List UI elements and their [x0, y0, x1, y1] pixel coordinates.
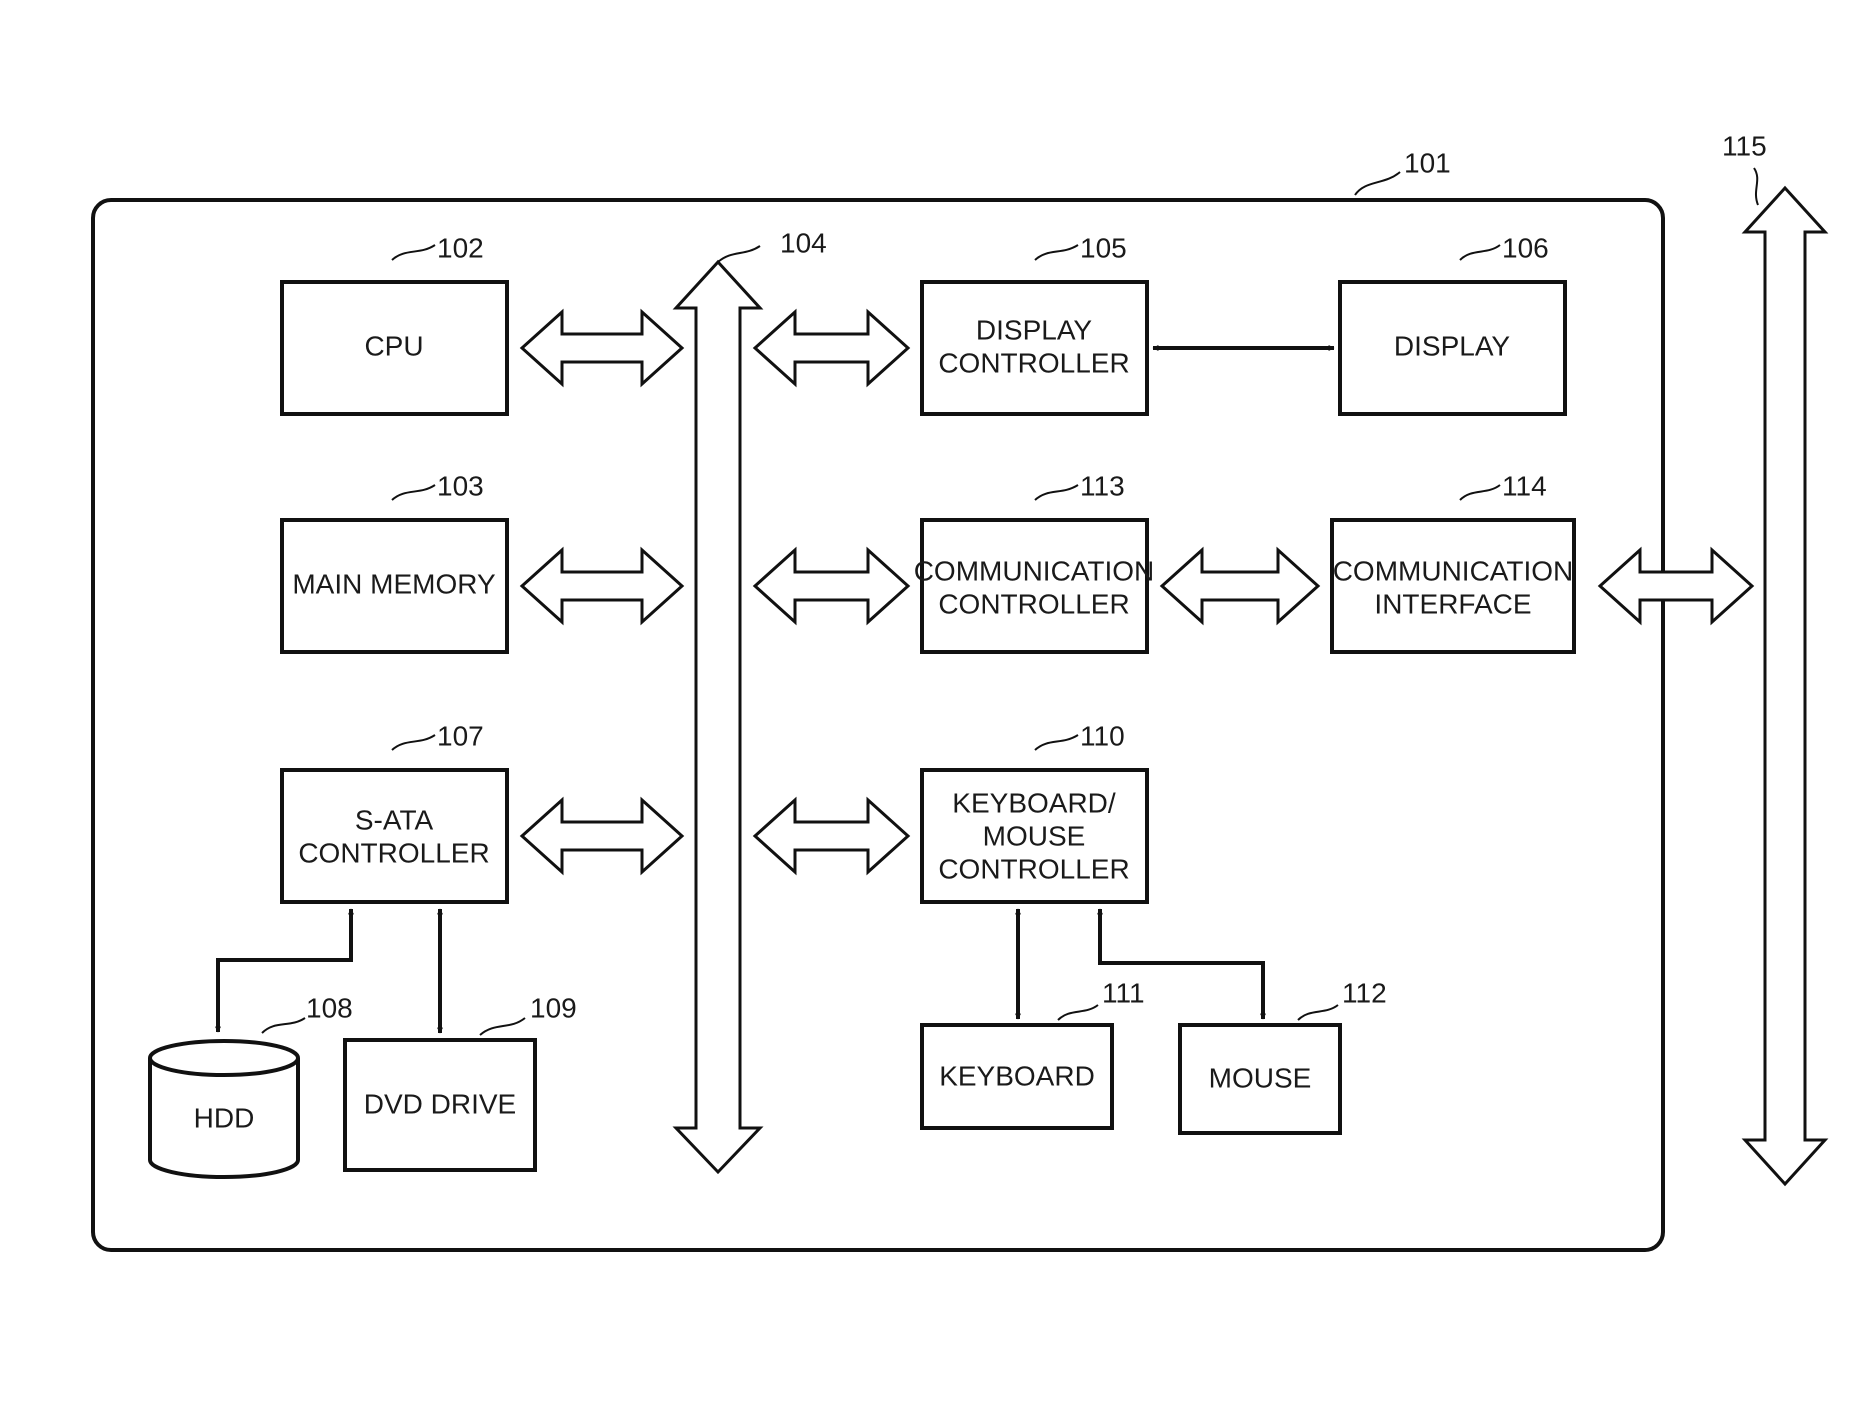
kb-mouse-controller-label-line3: CONTROLLER	[938, 853, 1129, 884]
sata-controller-label-line1: S-ATA	[355, 804, 434, 835]
comm-interface-label-line1: COMMUNICATION	[1333, 555, 1574, 586]
ref-leader-109	[480, 1018, 525, 1035]
mouse-label: MOUSE	[1209, 1062, 1312, 1093]
main-memory-label: MAIN MEMORY	[292, 568, 496, 599]
ref-leader-108	[262, 1018, 305, 1033]
ref-111: 111	[1102, 977, 1145, 1008]
kb-mouse-controller-label-line1: KEYBOARD/	[952, 787, 1116, 818]
ref-leader-107	[392, 735, 435, 750]
ref-leader-110	[1035, 735, 1078, 750]
cpu-label: CPU	[364, 330, 423, 361]
ref-leader-102	[392, 245, 435, 260]
ref-leader-101	[1355, 172, 1400, 195]
bus-display-controller-arrow	[755, 312, 908, 384]
ref-leader-105	[1035, 245, 1078, 260]
ref-101: 101	[1404, 147, 1451, 178]
ref-104: 104	[780, 227, 827, 258]
sata-controller-label-line2: CONTROLLER	[298, 837, 489, 868]
memory-bus-arrow	[522, 550, 682, 622]
ref-leader-115	[1754, 168, 1758, 205]
ref-114: 114	[1502, 470, 1547, 501]
comm-interface-label-line2: INTERFACE	[1374, 588, 1531, 619]
ref-102: 102	[437, 232, 484, 263]
ref-leader-103	[392, 485, 435, 500]
comm-controller-interface-arrow	[1162, 550, 1318, 622]
ref-103: 103	[437, 470, 484, 501]
sata-controller-block	[282, 770, 507, 902]
ref-leader-111	[1058, 1005, 1098, 1020]
bus-kb-mouse-controller-arrow	[755, 800, 908, 872]
bus-comm-controller-arrow	[755, 550, 908, 622]
ref-112: 112	[1342, 977, 1387, 1008]
ref-leader-114	[1460, 485, 1500, 500]
interface-network-arrow	[1600, 550, 1752, 622]
keyboard-label: KEYBOARD	[939, 1060, 1095, 1091]
kb-mouse-controller-label-line2: MOUSE	[983, 820, 1086, 851]
cpu-bus-arrow	[522, 312, 682, 384]
ref-leader-113	[1035, 485, 1078, 500]
comm-controller-label-line1: COMMUNICATION	[914, 555, 1155, 586]
ref-113: 113	[1080, 470, 1125, 501]
dvd-drive-label: DVD DRIVE	[364, 1088, 516, 1119]
ref-110: 110	[1080, 720, 1125, 751]
hdd-label: HDD	[194, 1102, 255, 1133]
ref-115: 115	[1722, 130, 1767, 161]
ref-105: 105	[1080, 232, 1127, 263]
ref-109: 109	[530, 992, 577, 1023]
ref-leader-112	[1298, 1005, 1338, 1020]
ref-leader-106	[1460, 245, 1500, 260]
ref-108: 108	[306, 992, 353, 1023]
display-controller-label-line1: DISPLAY	[976, 314, 1093, 345]
system-bus-arrow	[676, 262, 760, 1172]
comm-controller-label-line2: CONTROLLER	[938, 588, 1129, 619]
ref-106: 106	[1502, 232, 1549, 263]
display-label: DISPLAY	[1394, 330, 1511, 361]
ref-107: 107	[437, 720, 484, 751]
sata-bus-arrow	[522, 800, 682, 872]
network-arrow	[1745, 188, 1825, 1184]
display-controller-label-line2: CONTROLLER	[938, 347, 1129, 378]
ref-leader-104	[718, 246, 760, 262]
